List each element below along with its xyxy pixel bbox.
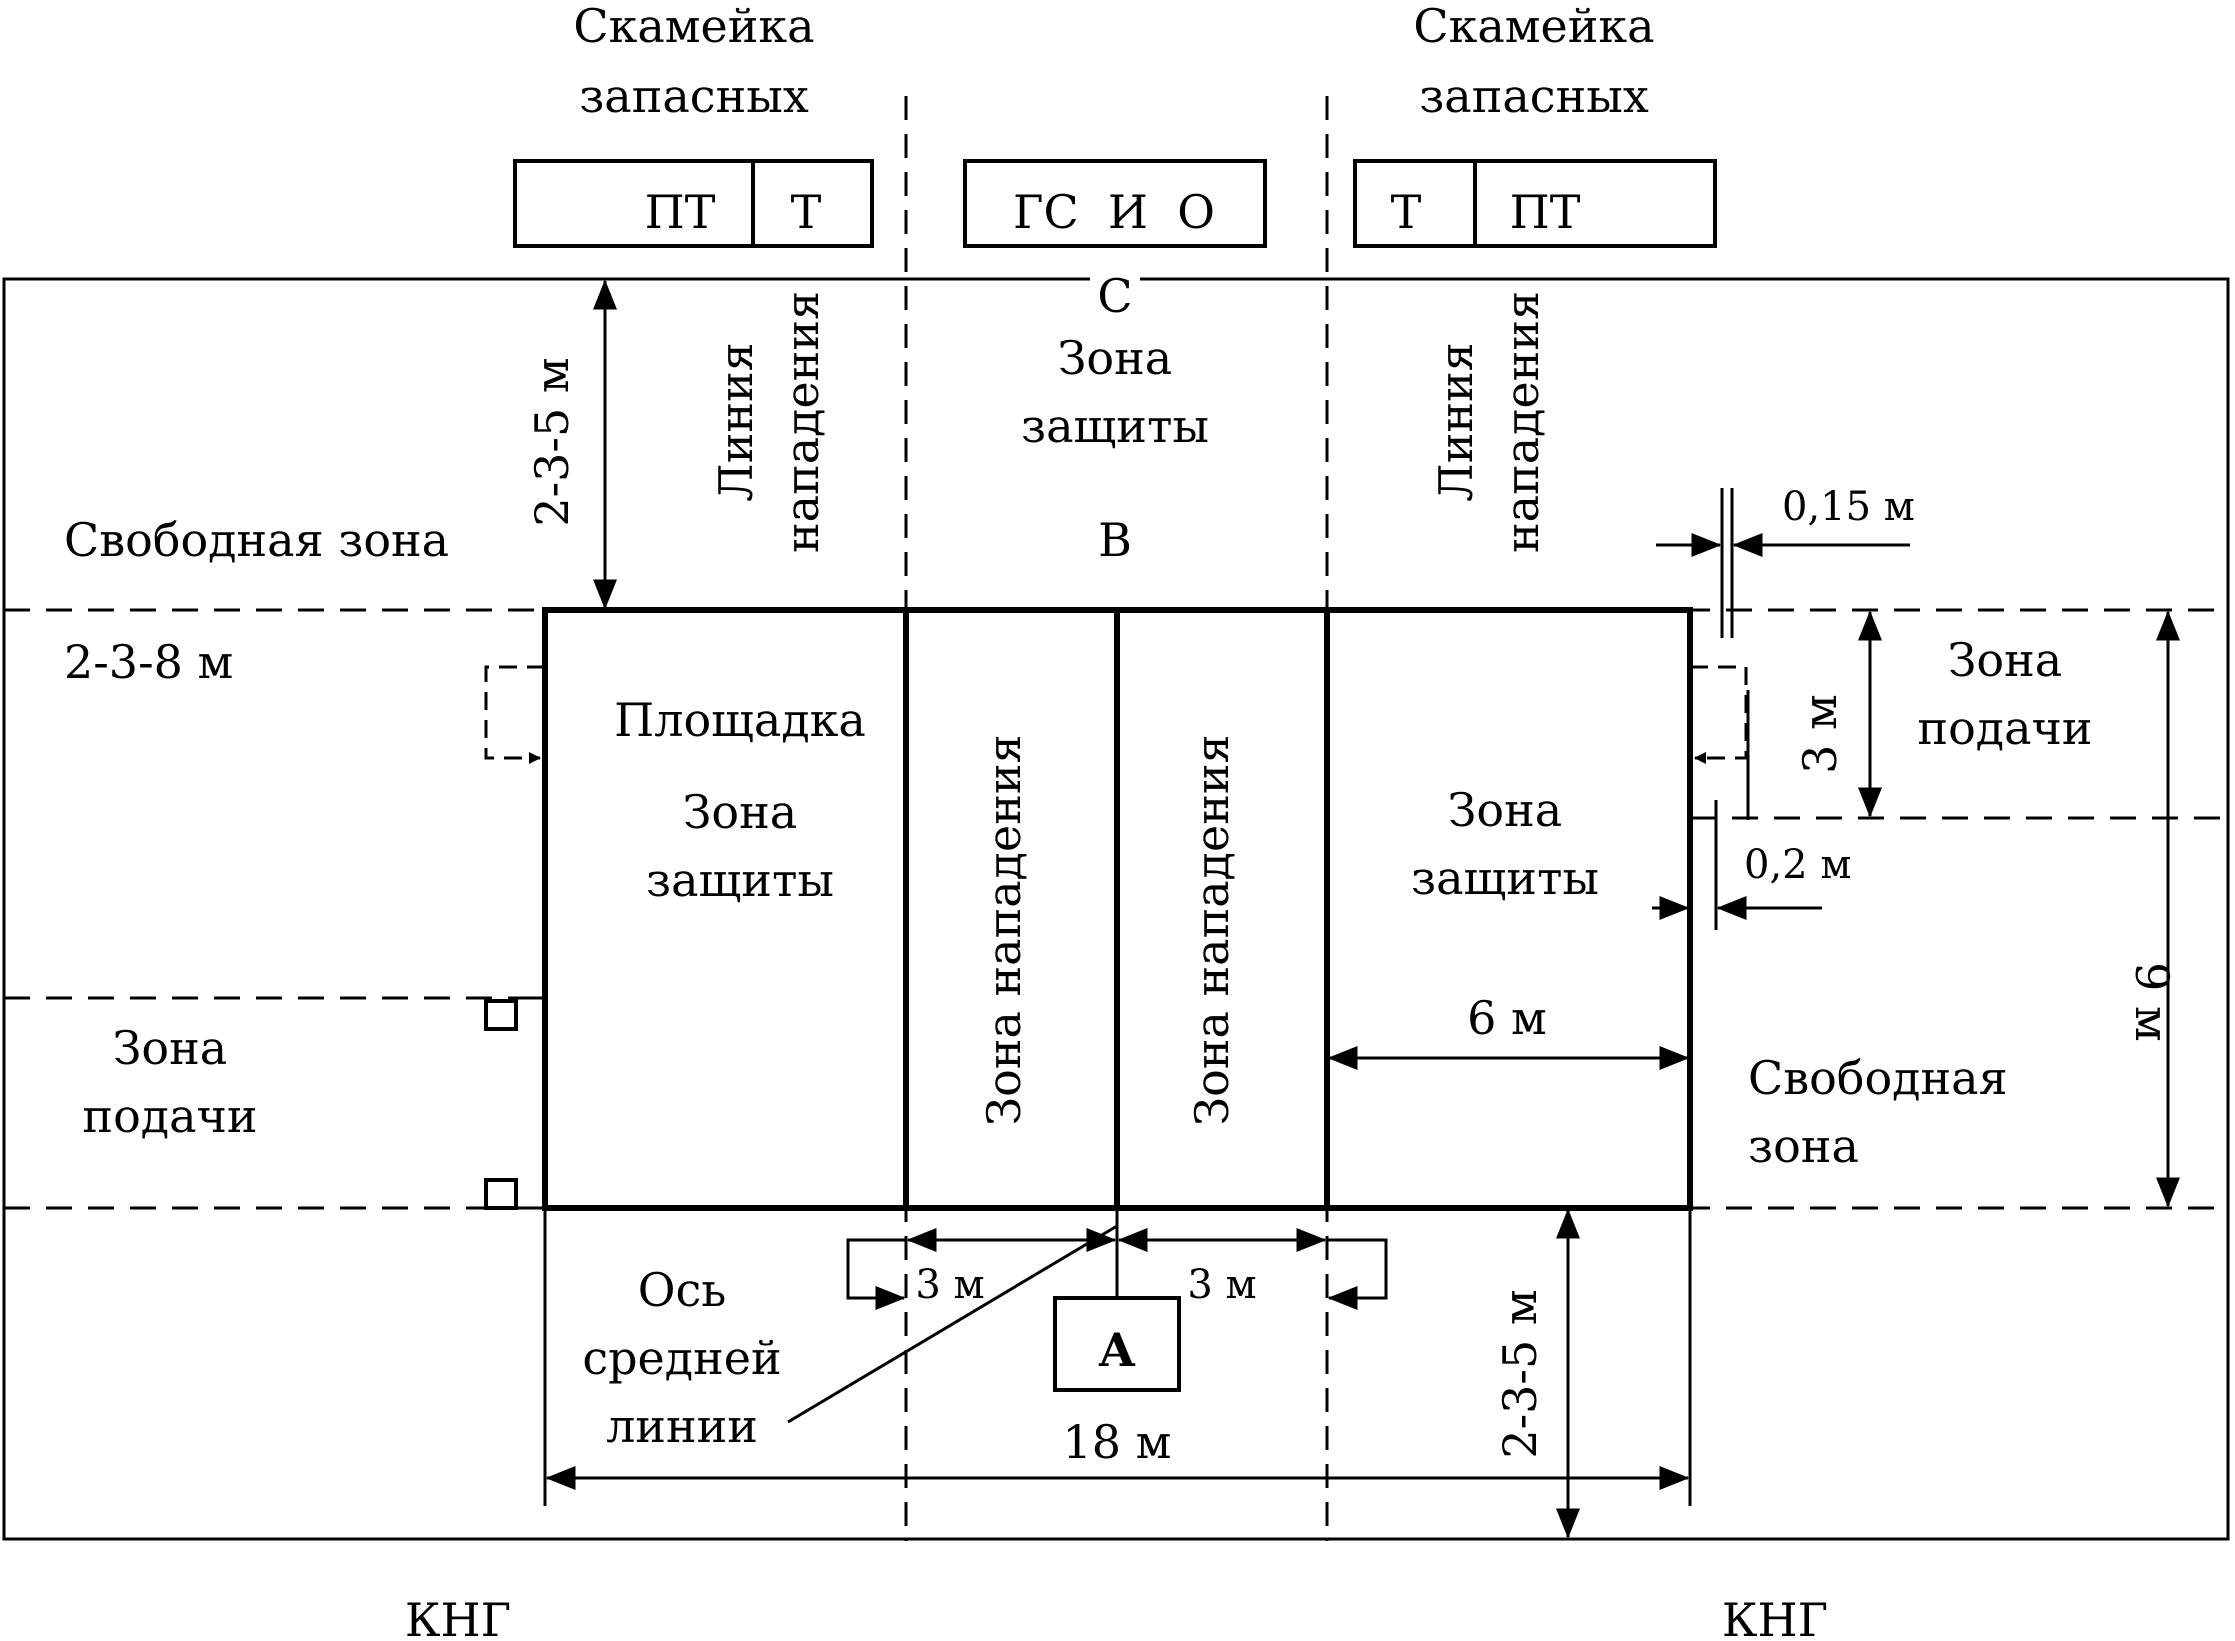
officials-label: ГС И О [1013,185,1215,239]
serve-bracket-right [1690,665,1748,764]
line-width-label: 0,15 м [1782,484,1915,530]
bottom-clearance-label: 2-3-5 м [1493,1289,1547,1458]
bracket-attack-left [846,1238,906,1310]
serve-zone-right-1: Зона [1948,633,2062,687]
serve-zone-left-2: подачи [82,1089,257,1143]
free-zone-left-label: Свободная зона [64,513,449,567]
bench-right [1353,159,1717,248]
referee-b-label: В [1098,513,1132,567]
top-clearance-label: 2-3-5 м [525,357,579,526]
bench-left-t: Т [791,185,822,239]
attack-line-right-label-2: нападения [1495,291,1549,553]
defense-zone-right-2: защиты [1411,851,1599,905]
free-zone-right-1: Свободная [1748,1051,2008,1105]
defense-zone-right-1: Зона [1448,783,1562,837]
serve-marker-left-bottom [484,1178,518,1210]
serve-marker-left-top [484,999,518,1031]
serve-offset-label: 0,2 м [1744,842,1851,888]
serve-zone-right-2: подачи [1917,701,2092,755]
serve-zone-width-label: 3 м [1793,694,1847,774]
attack-left-dim-label: 3 м [915,1262,984,1308]
free-zone-right-2: зона [1748,1119,1859,1173]
attack-line-left-label-1: Линия [709,342,763,501]
bench-right-title-1: Скамейка [1413,0,1654,53]
bench-right-title-2: запасных [1419,69,1649,123]
defense-zone-left-2: защиты [646,853,834,907]
midline-axis-label-1: Ось [638,1263,727,1317]
bench-right-t: Т [1391,185,1422,239]
referee-a-label: А [1098,1323,1136,1377]
attack-zone-right-label: Зона нападения [1185,734,1239,1125]
scorer-gap [1090,268,1140,290]
midline-axis-label-2: средней [582,1331,781,1385]
defense-zone-top-1: Зона [1058,331,1172,385]
attack-line-right-label-1: Линия [1429,342,1483,501]
bench-right-pt: ПТ [1510,185,1581,239]
attack-line-left-label-2: нападения [775,291,829,553]
serve-zone-left-1: Зона [113,1021,227,1075]
kng-left-label: КНГ [405,1593,511,1641]
bench-left [513,159,874,248]
bracket-attack-right [1327,1238,1388,1310]
attack-zone-left-label: Зона нападения [977,734,1031,1125]
court-label: Площадка [614,693,866,747]
kng-right-label: КНГ [1722,1593,1828,1641]
side-clearance-label: 2-3-8 м [64,635,233,689]
midline-axis-label-3: линии [606,1399,758,1453]
court-length-label: 18 м [1063,1415,1172,1469]
scorer-label: С [1097,269,1132,323]
midline-axis-pointer [787,1224,1118,1424]
defense-zone-top-2: защиты [1021,399,1209,453]
bench-left-pt: ПТ [645,185,716,239]
half-length-label: 6 м [1467,991,1547,1045]
bench-left-title-1: Скамейка [573,0,814,53]
officials-table [963,159,1267,248]
defense-zone-left-1: Зона [683,785,797,839]
court-width-label: 9 м [2125,962,2179,1042]
bench-left-title-2: запасных [579,69,809,123]
attack-right-dim-label: 3 м [1187,1262,1256,1308]
serve-bracket-left [484,665,545,764]
